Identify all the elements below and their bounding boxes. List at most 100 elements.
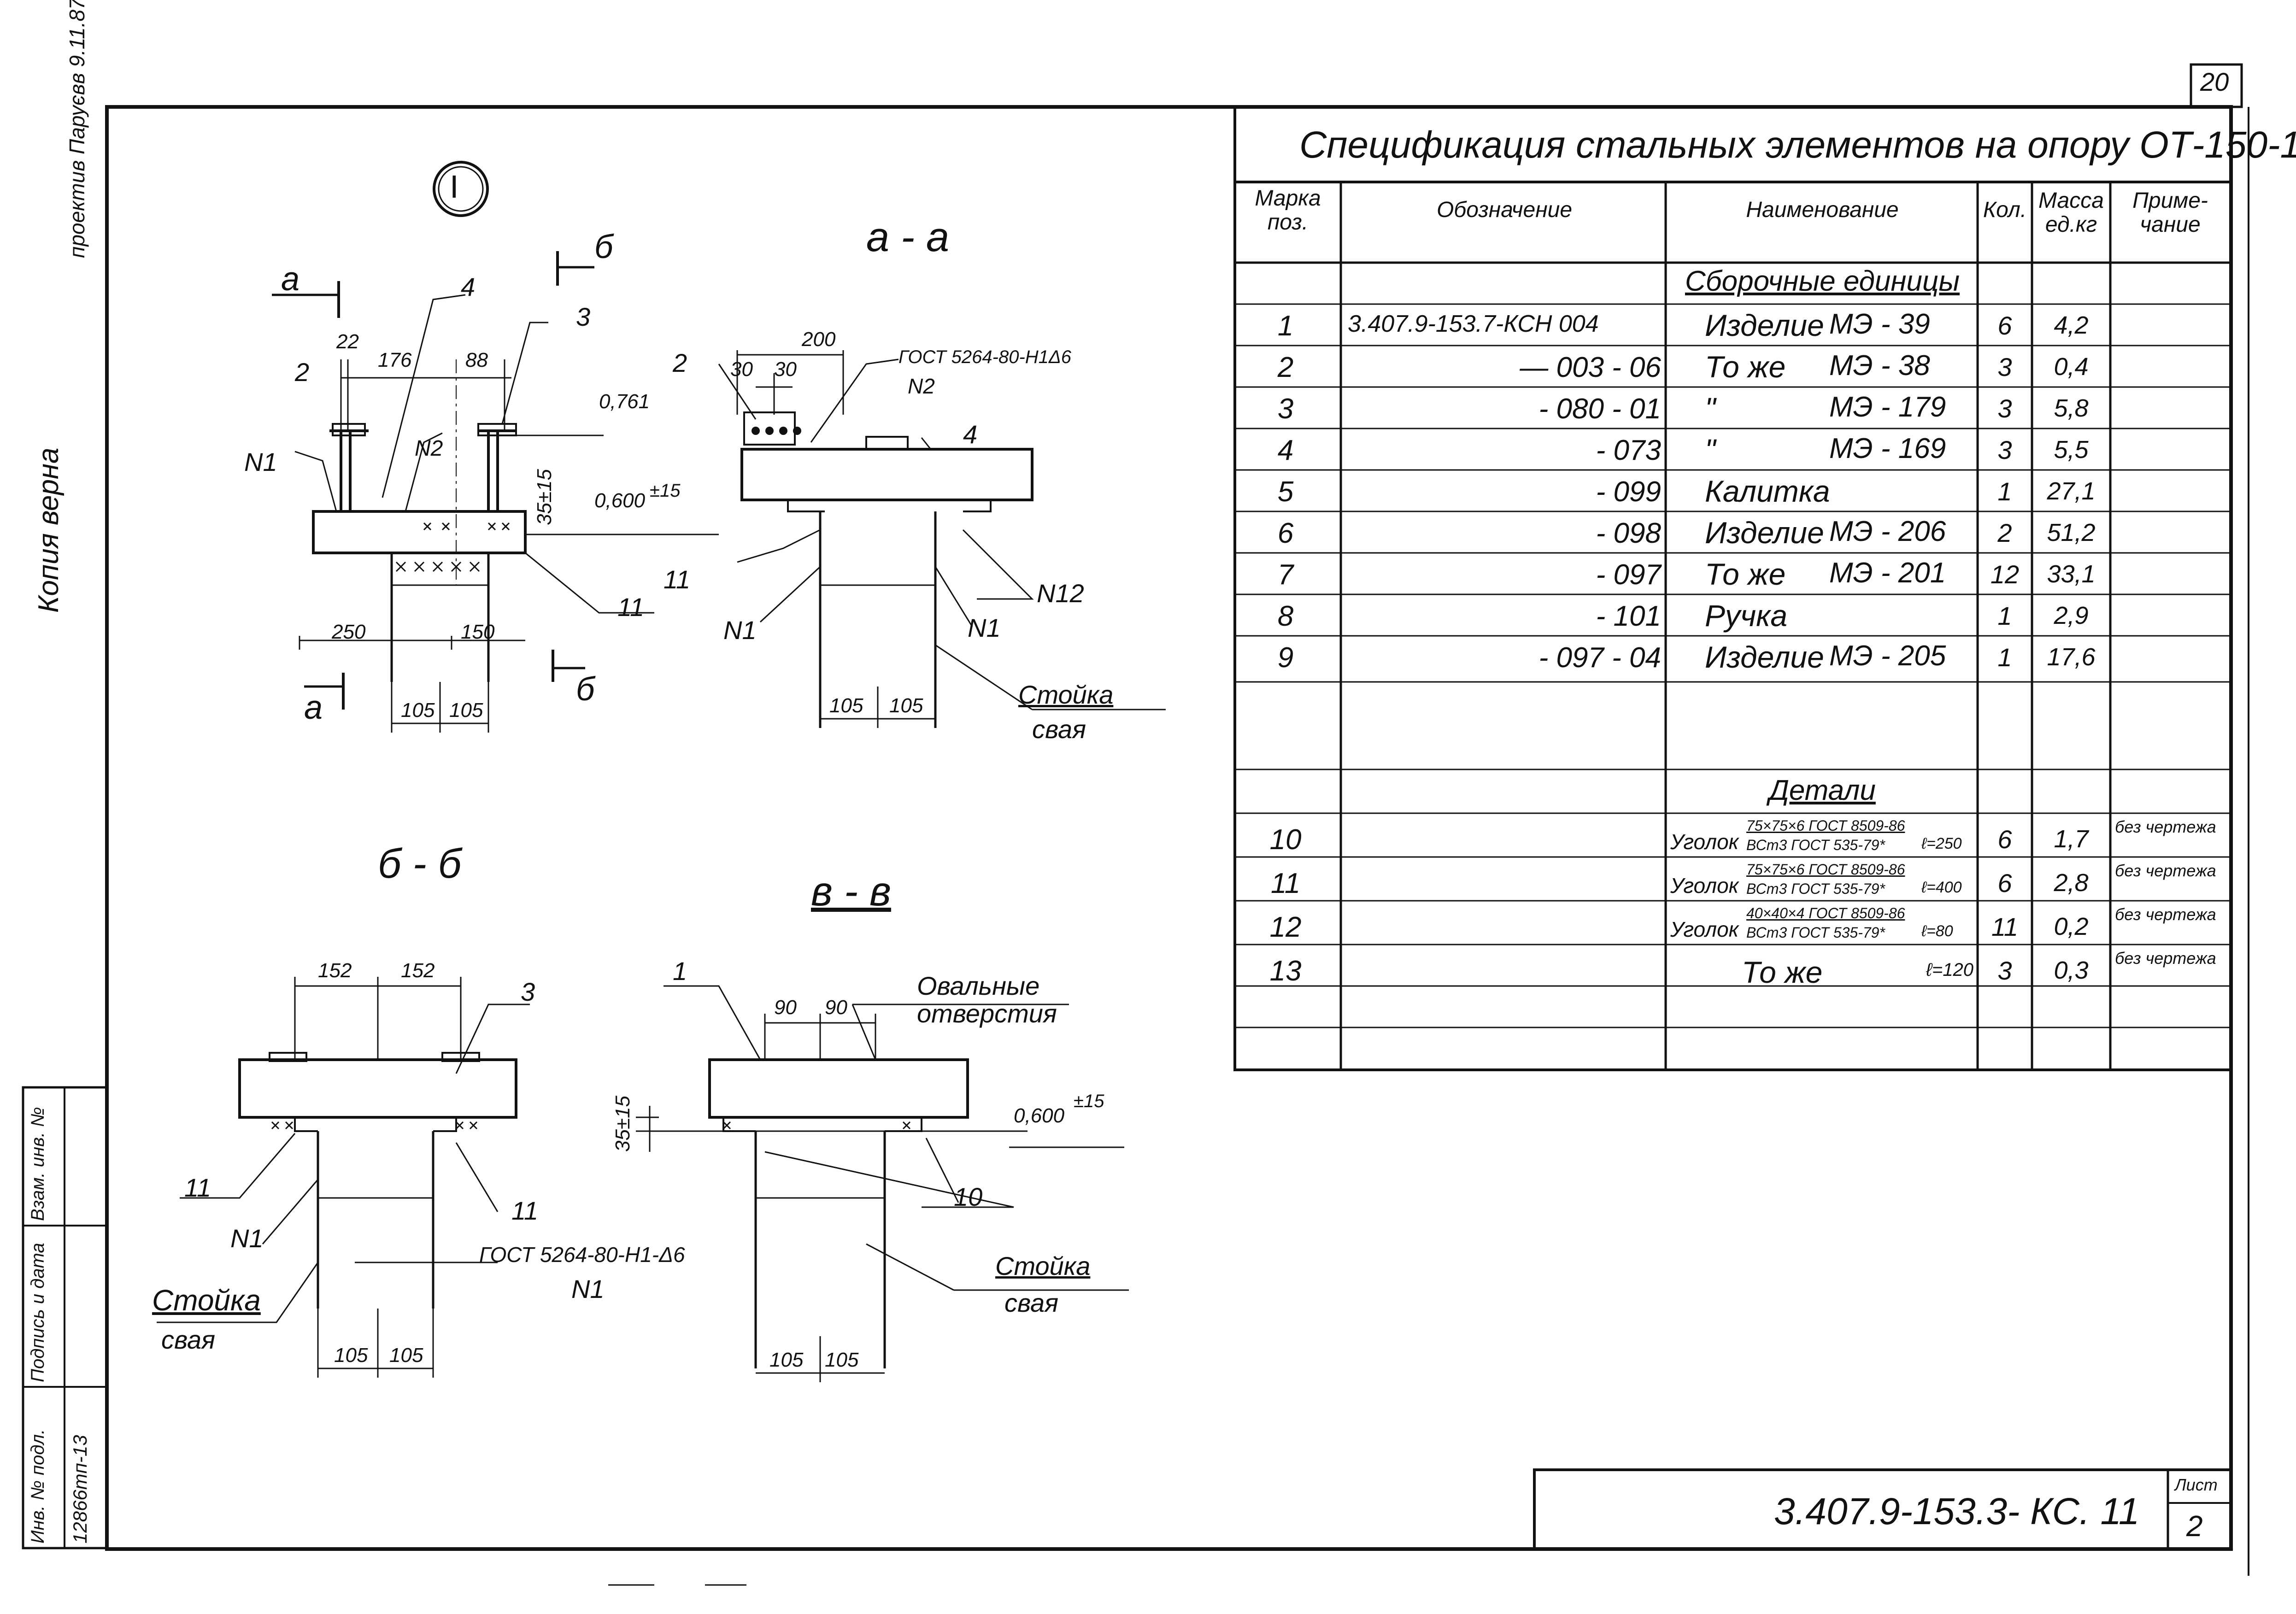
row-designation: - 073 — [1596, 434, 1661, 466]
weld-n1-aa-right: N1 — [968, 613, 1001, 642]
row-name: Изделие — [1705, 640, 1824, 674]
sheet-label: Лист — [2175, 1475, 2218, 1494]
detail-qty: 3 — [1997, 956, 2012, 985]
dim-105-vv-a: 105 — [769, 1349, 804, 1371]
dim-22: 22 — [336, 330, 359, 353]
row-code: МЭ - 205 — [1829, 640, 1946, 672]
callout-11-aa: 11 — [664, 565, 691, 594]
callout-10-vv: 10 — [954, 1182, 983, 1211]
row-code: МЭ - 179 — [1829, 391, 1946, 423]
row-name: Изделие — [1705, 516, 1824, 550]
cut-a-bottom: а — [304, 689, 323, 726]
callout-4-aa: 4 — [963, 420, 978, 449]
side-note-signed: проектив Паруєвв 9.11.87 — [65, 0, 89, 258]
detail-note: без чертежа — [2115, 861, 2216, 880]
node-label: I — [450, 169, 459, 205]
header-qty: Кол. — [1983, 198, 2027, 222]
detail-qty: 11 — [1991, 912, 2019, 941]
side-note-copy: Копия верна — [33, 447, 65, 613]
detail-mass: 0,3 — [2054, 957, 2089, 984]
row-designation: 3.407.9-153.7-КСН 004 — [1348, 311, 1599, 337]
callout-2-node: 2 — [295, 358, 310, 387]
detail-length: ℓ=120 — [1926, 960, 1974, 980]
callout-1-vv: 1 — [673, 957, 687, 986]
dim-176: 176 — [378, 349, 412, 371]
cut-a-top: а — [281, 261, 300, 298]
row-code: МЭ - 201 — [1829, 557, 1946, 589]
sheet-number: 2 — [2186, 1509, 2203, 1543]
detail-qty: 6 — [1997, 825, 2012, 854]
weld-n1-node: N1 — [244, 447, 277, 476]
detail-note: без чертежа — [2115, 817, 2216, 836]
level-600-tol: ±15 — [650, 481, 681, 501]
row-code: МЭ - 206 — [1829, 516, 1946, 547]
detail-length: ℓ=400 — [1921, 879, 1962, 896]
dim-250: 250 — [332, 621, 366, 643]
row-name: Ручка — [1705, 599, 1788, 633]
weld-n2-node: N2 — [415, 436, 443, 461]
callout-4-node: 4 — [461, 272, 476, 301]
dim-150: 150 — [461, 621, 495, 643]
detail-qty: 6 — [1997, 869, 2012, 898]
gost-weld-aa: ГОСТ 5264-80-Н1Δ6 — [898, 347, 1071, 367]
row-mass: 5,5 — [2054, 436, 2089, 464]
detail-name: То же — [1742, 955, 1823, 989]
cut-b-bottom: б — [576, 671, 595, 708]
dim-152-b: 152 — [401, 959, 435, 982]
row-code: МЭ - 39 — [1829, 308, 1930, 340]
detail-name: Уголок — [1670, 917, 1739, 941]
row-pos: 8 — [1277, 600, 1294, 632]
row-name: Изделие — [1705, 308, 1824, 342]
dim-88: 88 — [465, 349, 488, 371]
row-name: " — [1705, 433, 1716, 467]
detail-pos: 12 — [1269, 911, 1302, 943]
detail-steel: ВСт3 ГОСТ 535-79* — [1746, 924, 1885, 941]
dim-105-a: 105 — [401, 699, 435, 722]
dim-35-vv: 35±15 — [611, 1095, 634, 1152]
callout-3-node: 3 — [576, 302, 591, 331]
row-designation: - 080 - 01 — [1538, 393, 1661, 425]
detail-length: ℓ=80 — [1921, 922, 1953, 940]
dim-30-b: 30 — [774, 358, 797, 381]
callout-11-node: 11 — [617, 593, 645, 622]
row-qty: 1 — [1997, 643, 2012, 672]
row-mass: 4,2 — [2054, 311, 2089, 339]
sheet-top-number: 20 — [2200, 67, 2229, 96]
detail-name: Уголок — [1670, 830, 1739, 854]
row-code: МЭ - 38 — [1829, 350, 1930, 381]
row-qty: 2 — [1997, 518, 2012, 547]
callout-11-bb-left: 11 — [184, 1173, 211, 1202]
row-designation: - 097 - 04 — [1538, 642, 1661, 674]
detail-mass: 0,2 — [2054, 913, 2089, 940]
post-label-aa: Стойка — [1018, 680, 1114, 709]
dim-35-node: 35±15 — [533, 469, 556, 525]
section-vv-title: в - в — [811, 869, 891, 915]
dim-90-b: 90 — [825, 996, 847, 1019]
detail-mass: 2,8 — [2054, 869, 2089, 897]
dim-105-bb-b: 105 — [389, 1344, 423, 1367]
row-qty: 3 — [1997, 435, 2012, 464]
stamp-sign-date: Подпись и дата — [28, 1243, 48, 1382]
row-pos: 2 — [1277, 352, 1294, 383]
row-designation: — 003 - 06 — [1520, 352, 1661, 383]
section-bb-title: б - б — [378, 841, 462, 887]
gost-weld-bb: ГОСТ 5264-80-Н1-Δ6 — [479, 1243, 685, 1267]
detail-pos: 10 — [1269, 824, 1302, 856]
detail-steel: ВСт3 ГОСТ 535-79* — [1746, 880, 1885, 897]
post-label-vv: Стойка — [995, 1251, 1091, 1280]
level-600-vv-tol: ±15 — [1074, 1091, 1104, 1111]
level-761: 0,761 — [599, 390, 650, 413]
row-mass: 33,1 — [2047, 560, 2096, 588]
dim-105-vv-b: 105 — [825, 1349, 859, 1371]
stamp-inv-podl: Инв. № подл. — [28, 1429, 48, 1544]
row-code: МЭ - 169 — [1829, 433, 1946, 464]
weld-n2-aa: N2 — [908, 374, 935, 398]
cut-b-top: б — [594, 229, 613, 265]
stamp-vzam: Взам. инв. № — [28, 1107, 48, 1221]
row-mass: 2,9 — [2054, 602, 2089, 629]
row-name: То же — [1705, 350, 1786, 384]
dim-30-a: 30 — [730, 358, 753, 381]
detail-profile: 75×75×6 ГОСТ 8509-86 — [1746, 817, 1905, 834]
section-assemblies: Сборочные единицы — [1685, 265, 1960, 297]
